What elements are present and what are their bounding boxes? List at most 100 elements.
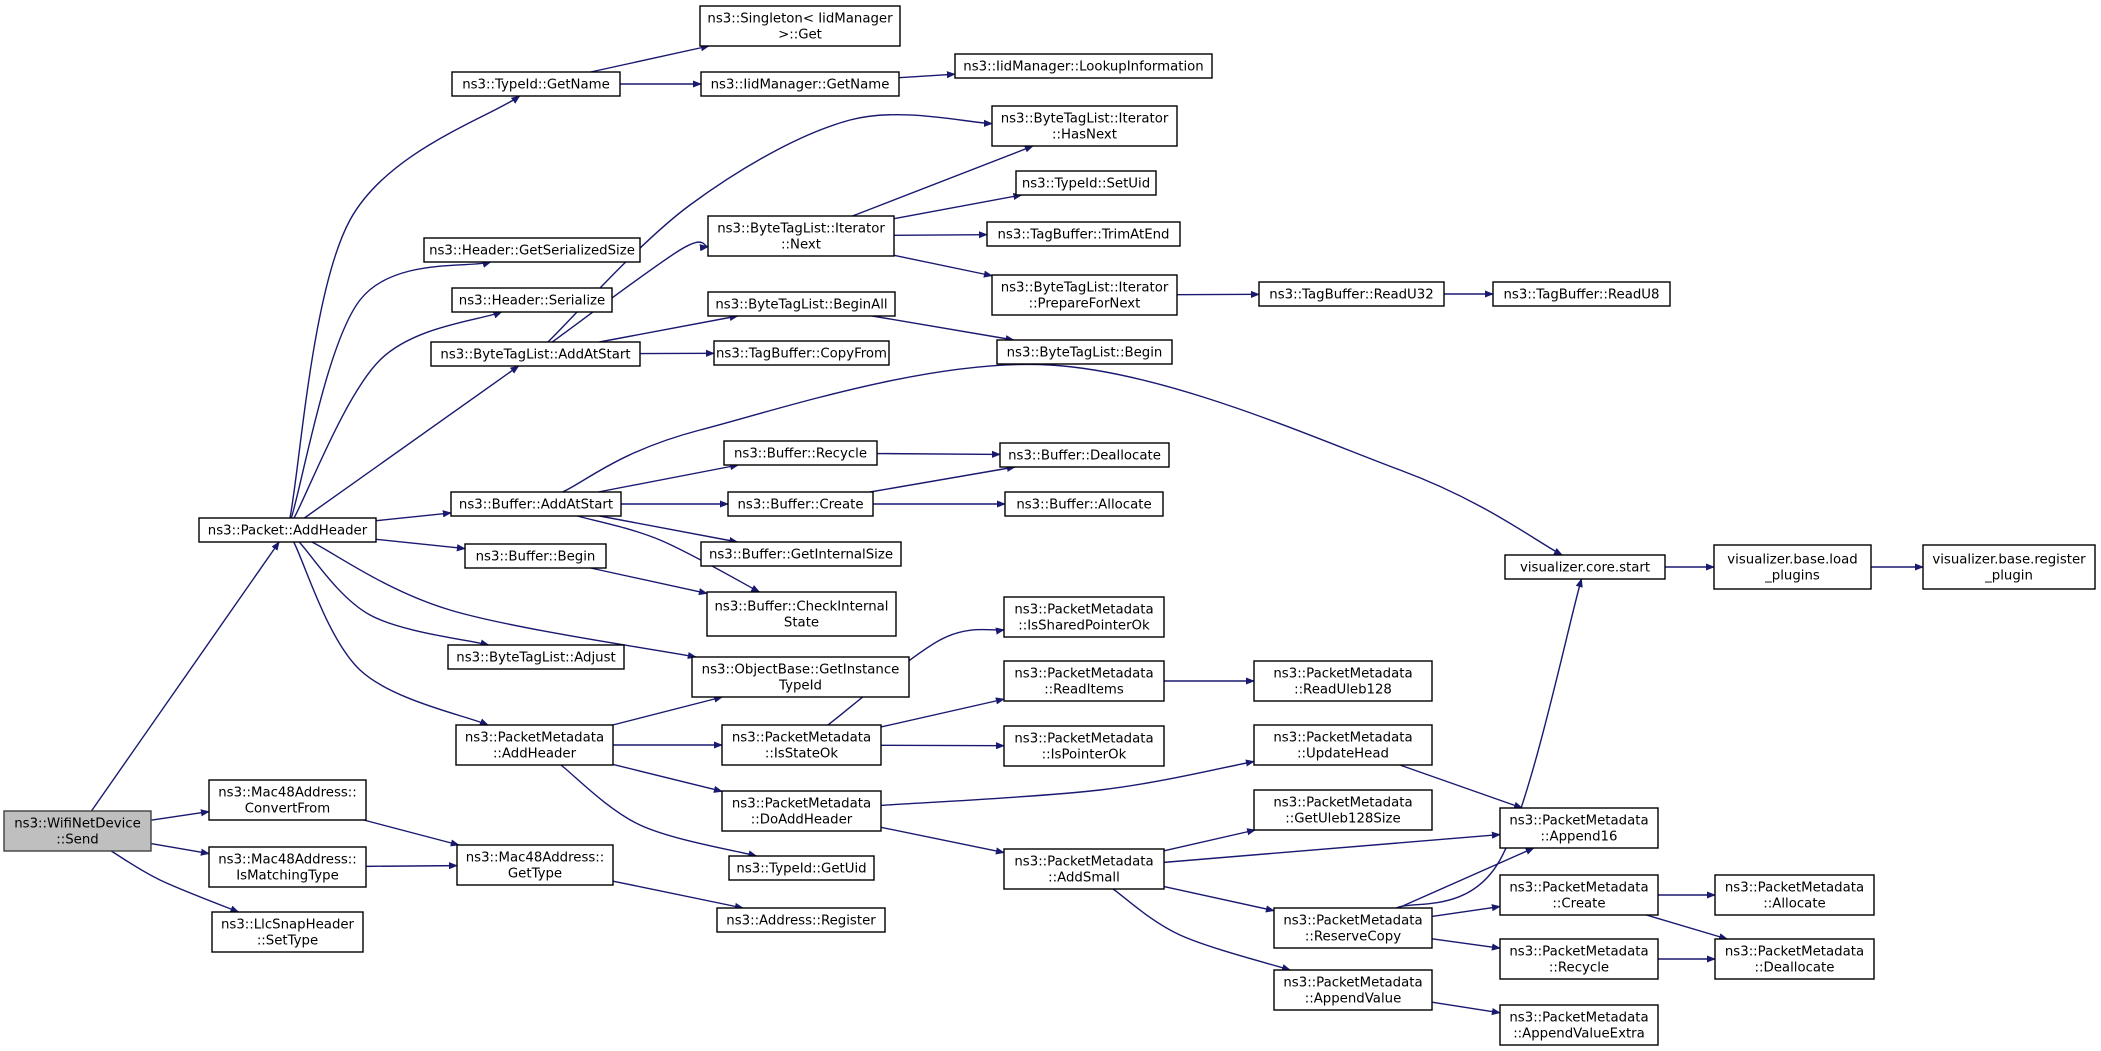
node-buf-getinternalsize[interactable]: ns3::Buffer::GetInternalSize (700, 541, 902, 567)
node-singleton-get[interactable]: ns3::Singleton< IidManager>::Get (699, 5, 901, 47)
node-box (1258, 281, 1445, 307)
node-btl-begin[interactable]: ns3::ByteTagList::Begin (996, 339, 1173, 365)
node-pm-addsmall[interactable]: ns3::PacketMetadata::AddSmall (1003, 848, 1165, 890)
node-btl-next[interactable]: ns3::ByteTagList::Iterator::Next (707, 215, 895, 257)
node-pm-deallocate[interactable]: ns3::PacketMetadata::Deallocate (1714, 938, 1875, 980)
node-pm-doaddheader[interactable]: ns3::PacketMetadata::DoAddHeader (721, 790, 882, 832)
node-box (1253, 789, 1433, 831)
node-typeid-getname[interactable]: ns3::TypeId::GetName (451, 71, 621, 97)
edge-pm_create-to-pm_deallocate (1646, 914, 1729, 941)
node-register[interactable]: ns3::Address::Register (716, 907, 886, 933)
node-layer: ns3::WifiNetDevice::Send ns3::Packet::Add… (3, 5, 2096, 1046)
node-label: ::DoAddHeader (751, 813, 853, 828)
node-box (721, 724, 882, 766)
node-box (713, 340, 890, 366)
node-pm-appendvalue[interactable]: ns3::PacketMetadata::AppendValue (1273, 969, 1433, 1011)
node-box (1003, 725, 1165, 767)
node-label: ns3::Buffer::GetInternalSize (709, 548, 893, 563)
edge-pm_addsmall-to-pm_appendvalue (1112, 888, 1291, 972)
node-tb-trimatend[interactable]: ns3::TagBuffer::TrimAtEnd (986, 221, 1181, 247)
edge-addheader-to-hdr_serialize (293, 311, 503, 519)
node-btl-beginall[interactable]: ns3::ByteTagList::BeginAll (707, 291, 896, 317)
node-box (447, 644, 625, 670)
node-buf-addatstart[interactable]: ns3::Buffer::AddAtStart (450, 491, 622, 517)
node-label: ConvertFrom (245, 802, 331, 817)
node-hdr-getsize[interactable]: ns3::Header::GetSerializedSize (423, 237, 641, 263)
node-tb-copyfrom[interactable]: ns3::TagBuffer::CopyFrom (713, 340, 890, 366)
node-box (455, 724, 614, 766)
node-buf-dealloc[interactable]: ns3::Buffer::Deallocate (999, 442, 1170, 468)
node-buf-alloc[interactable]: ns3::Buffer::Allocate (1004, 491, 1164, 517)
node-pm-addheader[interactable]: ns3::PacketMetadata::AddHeader (455, 724, 614, 766)
node-addheader[interactable]: ns3::Packet::AddHeader (198, 517, 377, 543)
node-label: ns3::PacketMetadata (1014, 855, 1153, 870)
node-pm-reservecopy[interactable]: ns3::PacketMetadata::ReserveCopy (1273, 907, 1433, 949)
node-buf-recycle[interactable]: ns3::Buffer::Recycle (723, 440, 878, 466)
edge-convertfrom-to-gettype (363, 819, 460, 847)
node-label: ::IsSharedPointerOk (1018, 619, 1150, 634)
node-buf-create[interactable]: ns3::Buffer::Create (727, 491, 874, 517)
node-ismatching[interactable]: ns3::Mac48Address::IsMatchingType (208, 846, 367, 888)
node-gettype[interactable]: ns3::Mac48Address::GetType (456, 844, 614, 886)
node-tb-readu8[interactable]: ns3::TagBuffer::ReadU8 (1492, 281, 1671, 307)
node-pm-appendvalueextra[interactable]: ns3::PacketMetadata::AppendValueExtra (1499, 1004, 1659, 1046)
node-pm-readitems[interactable]: ns3::PacketMetadata::ReadItems (1003, 660, 1165, 702)
node-box (706, 591, 897, 637)
node-box (208, 846, 367, 888)
node-label: ns3::Mac48Address:: (466, 851, 605, 866)
node-box (716, 907, 886, 933)
node-box (723, 440, 878, 466)
node-lookupinfo[interactable]: ns3::IidManager::LookupInformation (954, 53, 1213, 79)
node-label: ns3::PacketMetadata (1014, 603, 1153, 618)
node-tb-readu32[interactable]: ns3::TagBuffer::ReadU32 (1258, 281, 1445, 307)
node-vis-start[interactable]: visualizer.core.start (1504, 554, 1666, 580)
node-label: ::GetUleb128Size (1285, 812, 1400, 827)
node-label: ns3::TypeId::SetUid (1022, 177, 1150, 192)
node-vis-loadplugins[interactable]: visualizer.base.load_plugins (1713, 544, 1872, 590)
node-box (721, 790, 882, 832)
node-settype[interactable]: ns3::LlcSnapHeader::SetType (211, 911, 364, 953)
node-iid-getname[interactable]: ns3::IidManager::GetName (700, 71, 900, 97)
edge-pm_isstateok-to-pm_readitems (880, 697, 1005, 728)
node-pm-readuleb128[interactable]: ns3::PacketMetadata::ReadUleb128 (1253, 660, 1433, 702)
node-label: ns3::PacketMetadata (1509, 881, 1648, 896)
node-label: ns3::TagBuffer::ReadU32 (1269, 288, 1433, 303)
node-pm-updatehead[interactable]: ns3::PacketMetadata::UpdateHead (1253, 724, 1433, 766)
node-pm-ispointerok[interactable]: ns3::PacketMetadata::IsPointerOk (1003, 725, 1165, 767)
node-label: ns3::PacketMetadata (465, 731, 604, 746)
node-btl-addatstart[interactable]: ns3::ByteTagList::AddAtStart (430, 341, 641, 367)
node-typeid-getuid[interactable]: ns3::TypeId::GetUid (728, 855, 875, 881)
node-label: ns3::PacketMetadata (732, 797, 871, 812)
node-pm-getuleb128size[interactable]: ns3::PacketMetadata::GetUleb128Size (1253, 789, 1433, 831)
node-label: ::ReadUleb128 (1294, 683, 1392, 698)
node-pm-recycle[interactable]: ns3::PacketMetadata::Recycle (1499, 938, 1659, 980)
node-label: ns3::Mac48Address:: (218, 786, 357, 801)
node-hdr-serialize[interactable]: ns3::Header::Serialize (451, 287, 613, 313)
node-pm-allocate[interactable]: ns3::PacketMetadata::Allocate (1714, 874, 1875, 916)
node-label: ns3::Header::GetSerializedSize (429, 244, 635, 259)
node-box (450, 491, 622, 517)
node-vis-registerplugin[interactable]: visualizer.base.register_plugin (1922, 544, 2096, 590)
node-label: ::IsStateOk (765, 747, 838, 762)
edge-buf_addatstart-to-buf_checkinternal (577, 515, 761, 593)
node-label: _plugins (1764, 569, 1820, 584)
node-send[interactable]: ns3::WifiNetDevice::Send (3, 810, 152, 852)
node-btl-prepare[interactable]: ns3::ByteTagList::Iterator::PrepareForNe… (991, 274, 1178, 316)
node-box (3, 810, 152, 852)
node-pm-create[interactable]: ns3::PacketMetadata::Create (1499, 874, 1659, 916)
node-pm-isstateok[interactable]: ns3::PacketMetadata::IsStateOk (721, 724, 882, 766)
node-pm-append16[interactable]: ns3::PacketMetadata::Append16 (1499, 807, 1659, 849)
edge-pm_addsmall-to-pm_append16 (1163, 831, 1501, 864)
node-convertfrom[interactable]: ns3::Mac48Address::ConvertFrom (208, 779, 367, 821)
node-buf-begin[interactable]: ns3::Buffer::Begin (464, 543, 607, 569)
node-btl-adjust[interactable]: ns3::ByteTagList::Adjust (447, 644, 625, 670)
edge-btl_addatstart-to-btl_beginall (599, 313, 739, 343)
edge-addheader-to-pm_addheader (293, 541, 489, 726)
node-btl-hasnext[interactable]: ns3::ByteTagList::Iterator::HasNext (991, 105, 1178, 147)
node-typeid-setuid[interactable]: ns3::TypeId::SetUid (1015, 170, 1157, 196)
node-pm-issharedptr[interactable]: ns3::PacketMetadata::IsSharedPointerOk (1003, 596, 1165, 638)
node-label: ns3::TagBuffer::TrimAtEnd (998, 228, 1170, 243)
edge-addheader-to-buf_addatstart (375, 510, 452, 522)
